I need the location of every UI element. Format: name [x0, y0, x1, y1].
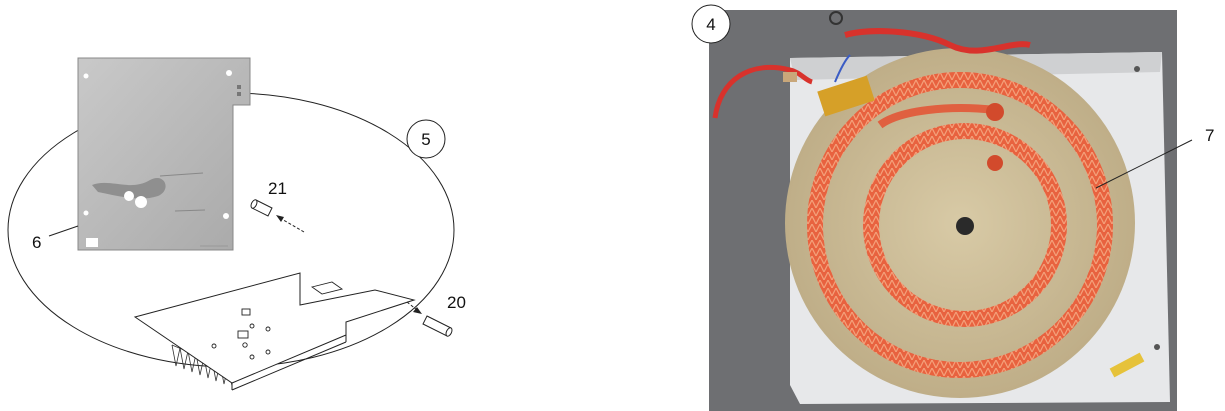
assembly-callout: 5 — [421, 130, 430, 149]
outer-coil — [807, 72, 1113, 378]
fuse-top-callout: 21 — [268, 179, 287, 198]
heater-callout: 4 — [706, 15, 715, 34]
heating-element-photo: 4 7 — [691, 4, 1214, 411]
plate-callout: 6 — [32, 233, 41, 252]
plate-callout-leader — [48, 225, 79, 237]
fuse-20 — [406, 301, 453, 337]
fuse-bottom-callout: 20 — [447, 293, 466, 312]
assembly-callout-circle — [406, 119, 446, 159]
power-wire — [712, 64, 813, 119]
fuse-21 — [250, 199, 305, 233]
heater-callout-circle — [691, 4, 731, 44]
coil-callout-leader — [1095, 139, 1193, 189]
cover-plate — [77, 57, 251, 251]
coil-callout: 7 — [1205, 126, 1214, 145]
circuit-board — [133, 272, 416, 391]
inner-coil — [863, 123, 1067, 327]
center-hole — [956, 217, 974, 235]
exploded-assembly-diagram: 6 5 21 20 — [7, 57, 466, 391]
